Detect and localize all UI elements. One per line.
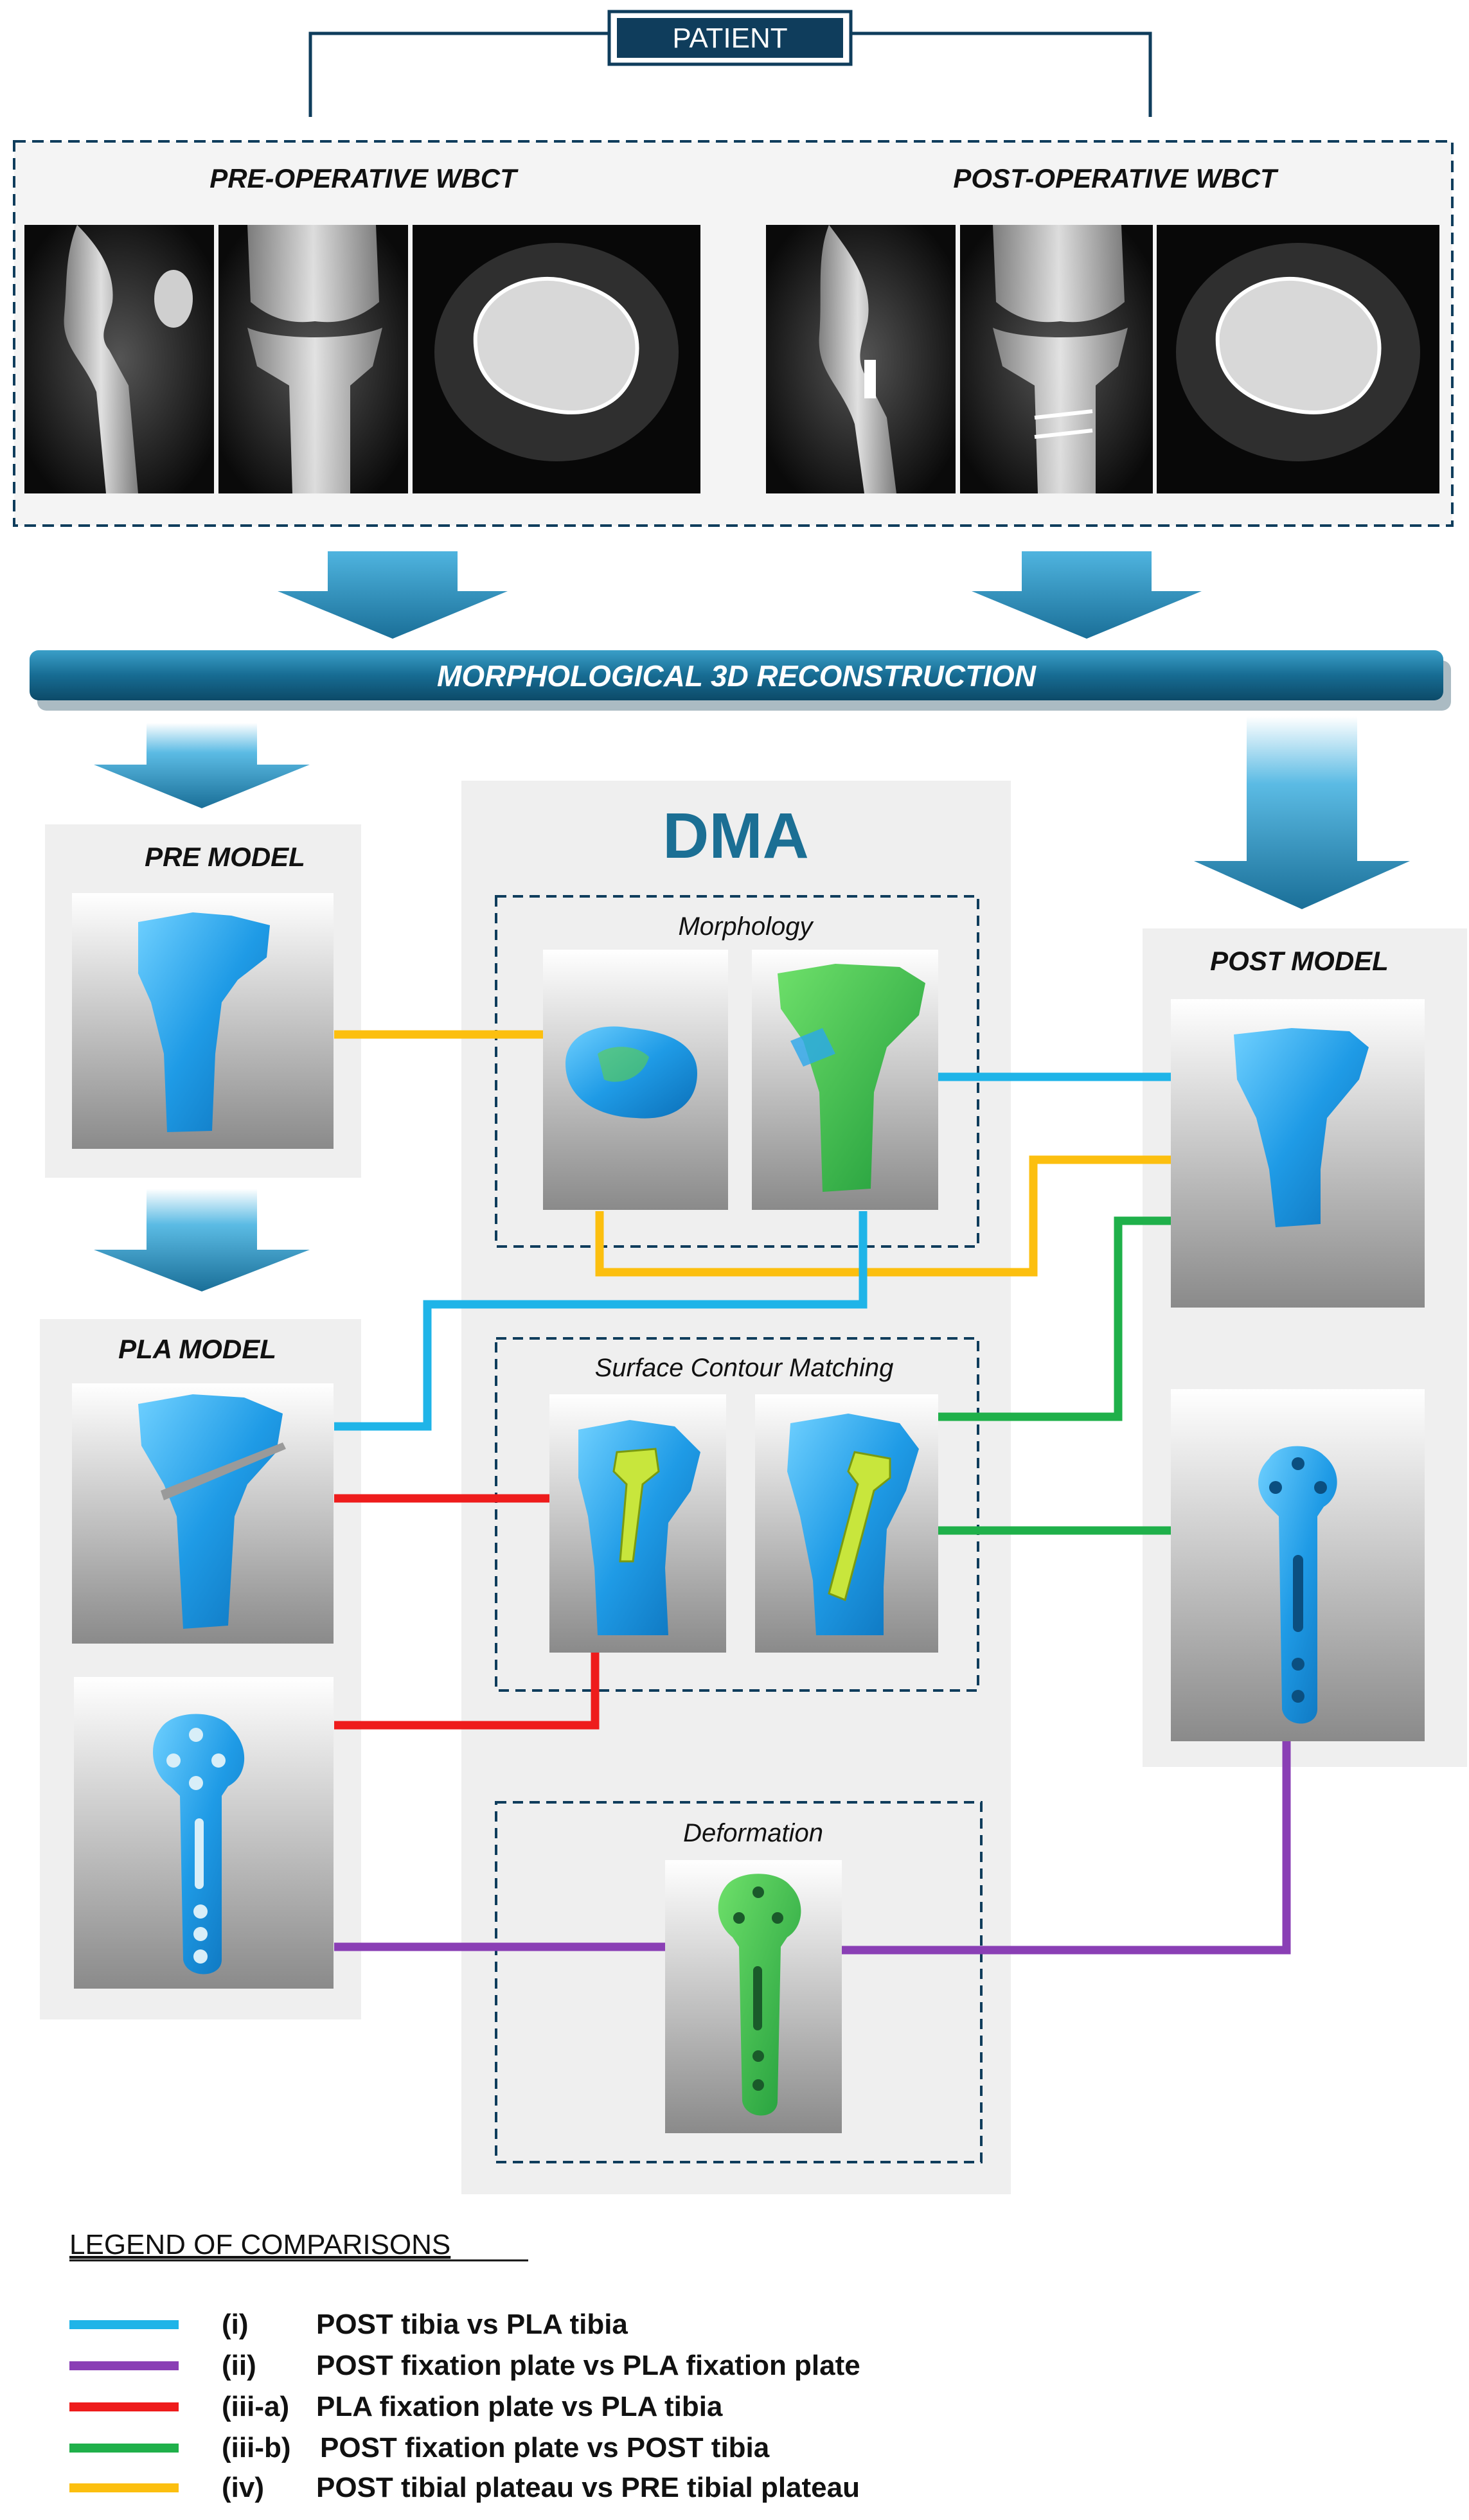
pre-model-title: PRE MODEL — [145, 842, 305, 872]
morphology-title: Morphology — [678, 912, 814, 941]
patient-box: PATIENT — [607, 10, 853, 66]
post-plate-image — [1171, 1389, 1425, 1741]
surface-title: Surface Contour Matching — [595, 1354, 894, 1382]
arrow-to-pre-model — [94, 723, 310, 808]
legend-text: POST fixation plate vs POST tibia — [320, 2432, 770, 2463]
line-iiib-upper — [938, 1216, 1171, 1421]
line-ii-post — [842, 1741, 1291, 1955]
legend-text: POST tibia vs PLA tibia — [316, 2309, 628, 2340]
post-model-title: POST MODEL — [1210, 946, 1389, 976]
legend-item: (ii) POST fixation plate vs PLA fixation… — [69, 2350, 860, 2381]
legend-code: (iii-b) — [222, 2432, 291, 2463]
legend-code: (ii) — [222, 2350, 256, 2381]
pla-model-title: PLA MODEL — [118, 1334, 276, 1364]
deformation-image — [665, 1860, 842, 2133]
dma-title: DMA — [663, 800, 809, 872]
patient-label: PATIENT — [672, 22, 787, 54]
legend-item: (iv) POST tibial plateau vs PRE tibial p… — [69, 2472, 860, 2503]
morphology-plateau-image — [543, 950, 728, 1210]
surface-pla-image — [549, 1394, 726, 1653]
line-i-pla — [334, 1211, 868, 1431]
surface-post-image — [755, 1394, 938, 1653]
legend-code: (i) — [222, 2309, 249, 2340]
line-iiia-plate — [334, 1651, 600, 1730]
legend-code: (iii-a) — [222, 2391, 289, 2422]
reconstruction-banner: MORPHOLOGICAL 3D RECONSTRUCTION — [30, 650, 1451, 711]
comparison-lines — [334, 1030, 1291, 1955]
arrow-post-to-recon — [972, 551, 1202, 639]
legend-title: LEGEND OF COMPARISONS — [69, 2229, 450, 2260]
arrow-pre-to-pla — [94, 1189, 310, 1291]
post-op-scans — [766, 225, 1439, 493]
post-wbct-title: POST-OPERATIVE WBCT — [953, 163, 1279, 193]
morphology-tibia-image — [752, 950, 938, 1210]
arrow-pre-to-recon — [278, 551, 508, 639]
pre-op-scans — [24, 225, 700, 493]
deformation-title: Deformation — [683, 1819, 823, 1847]
surface-frame — [495, 1337, 979, 1692]
legend-code: (iv) — [222, 2472, 264, 2503]
arrow-to-post-model — [1194, 716, 1410, 909]
legend: LEGEND OF COMPARISONS (i) POST tibia vs … — [69, 2229, 860, 2503]
post-tibia-image — [1171, 999, 1425, 1308]
pre-model-image — [72, 893, 334, 1149]
legend-text: POST fixation plate vs PLA fixation plat… — [316, 2350, 860, 2381]
pre-wbct-title: PRE-OPERATIVE WBCT — [209, 163, 519, 193]
pla-tibia-image — [72, 1383, 334, 1644]
legend-item: (iii-a) PLA fixation plate vs PLA tibia — [69, 2391, 723, 2422]
line-iv-post — [595, 1155, 1171, 1277]
pla-plate-image — [74, 1677, 334, 1989]
legend-item: (iii-b) POST fixation plate vs POST tibi… — [69, 2432, 770, 2463]
deformation-frame — [495, 1801, 983, 2163]
patient-connector — [308, 31, 1152, 117]
legend-text: PLA fixation plate vs PLA tibia — [316, 2391, 723, 2422]
legend-item: (i) POST tibia vs PLA tibia — [69, 2309, 628, 2340]
morphology-frame — [495, 895, 979, 1248]
legend-text: POST tibial plateau vs PRE tibial platea… — [316, 2472, 860, 2503]
reconstruction-label: MORPHOLOGICAL 3D RECONSTRUCTION — [437, 659, 1037, 693]
